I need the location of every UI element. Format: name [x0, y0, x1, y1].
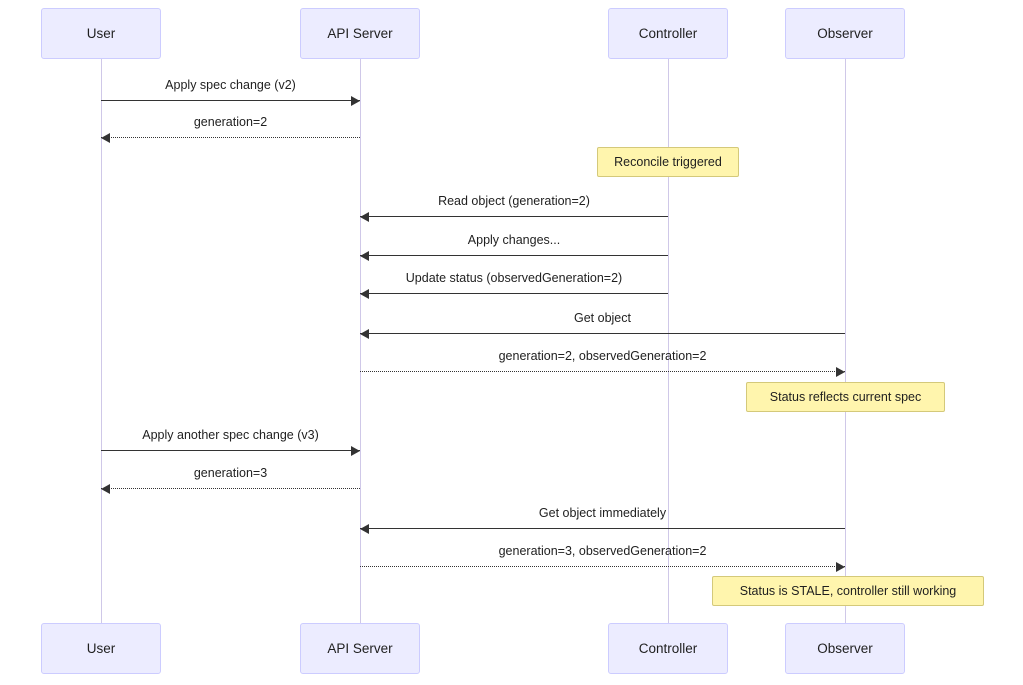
message-line-m3 — [360, 216, 668, 217]
note-label-n3: Status is STALE, controller still workin… — [739, 583, 957, 598]
participant-box-bottom-observer[interactable]: Observer — [785, 623, 905, 674]
message-label-m11: generation=3, observedGeneration=2 — [498, 544, 707, 558]
message-label-m3: Read object (generation=2) — [438, 194, 590, 208]
message-arrowhead-m8 — [351, 446, 360, 456]
message-line-m5 — [360, 293, 668, 294]
participant-box-bottom-controller[interactable]: Controller — [608, 623, 728, 674]
message-label-m7: generation=2, observedGeneration=2 — [498, 349, 707, 363]
message-label-m9: generation=3 — [193, 466, 268, 480]
message-arrowhead-m7 — [836, 367, 845, 377]
message-line-m6 — [360, 333, 845, 334]
participant-box-top-controller[interactable]: Controller — [608, 8, 728, 59]
message-label-m1: Apply spec change (v2) — [165, 78, 296, 92]
message-label-m6: Get object — [574, 311, 631, 325]
participant-label-controller: Controller — [638, 25, 698, 41]
lifeline-user — [101, 59, 102, 623]
note-n1[interactable]: Reconcile triggered — [597, 147, 739, 177]
message-line-m11 — [360, 566, 845, 567]
note-n2[interactable]: Status reflects current spec — [746, 382, 945, 412]
participant-label-apiserver: API Server — [327, 25, 393, 41]
participant-label-observer: Observer — [817, 640, 873, 656]
message-arrowhead-m9 — [101, 484, 110, 494]
participant-box-bottom-user[interactable]: User — [41, 623, 161, 674]
participant-label-apiserver: API Server — [327, 640, 393, 656]
participant-box-top-apiserver[interactable]: API Server — [300, 8, 420, 59]
message-line-m8 — [101, 450, 360, 451]
message-label-m2: generation=2 — [193, 115, 268, 129]
message-arrowhead-m3 — [360, 212, 369, 222]
note-n3[interactable]: Status is STALE, controller still workin… — [712, 576, 984, 606]
message-label-m4: Apply changes... — [467, 233, 561, 247]
participant-label-controller: Controller — [638, 640, 698, 656]
message-line-m4 — [360, 255, 668, 256]
participant-label-observer: Observer — [817, 25, 873, 41]
lifeline-observer — [845, 59, 846, 623]
message-arrowhead-m11 — [836, 562, 845, 572]
message-arrowhead-m2 — [101, 133, 110, 143]
message-arrowhead-m10 — [360, 524, 369, 534]
participant-label-user: User — [86, 640, 116, 656]
lifeline-apiserver — [360, 59, 361, 623]
message-label-m10: Get object immediately — [538, 506, 667, 520]
participant-box-top-observer[interactable]: Observer — [785, 8, 905, 59]
message-arrowhead-m1 — [351, 96, 360, 106]
lifeline-controller — [668, 59, 669, 623]
message-line-m1 — [101, 100, 360, 101]
message-line-m9 — [101, 488, 360, 489]
message-label-m5: Update status (observedGeneration=2) — [405, 271, 623, 285]
note-label-n1: Reconcile triggered — [614, 154, 722, 169]
participant-label-user: User — [86, 25, 116, 41]
message-line-m2 — [101, 137, 360, 138]
message-arrowhead-m4 — [360, 251, 369, 261]
message-line-m10 — [360, 528, 845, 529]
participant-box-top-user[interactable]: User — [41, 8, 161, 59]
message-label-m8: Apply another spec change (v3) — [142, 428, 319, 442]
message-arrowhead-m6 — [360, 329, 369, 339]
participant-box-bottom-apiserver[interactable]: API Server — [300, 623, 420, 674]
note-label-n2: Status reflects current spec — [769, 389, 922, 404]
message-arrowhead-m5 — [360, 289, 369, 299]
message-line-m7 — [360, 371, 845, 372]
